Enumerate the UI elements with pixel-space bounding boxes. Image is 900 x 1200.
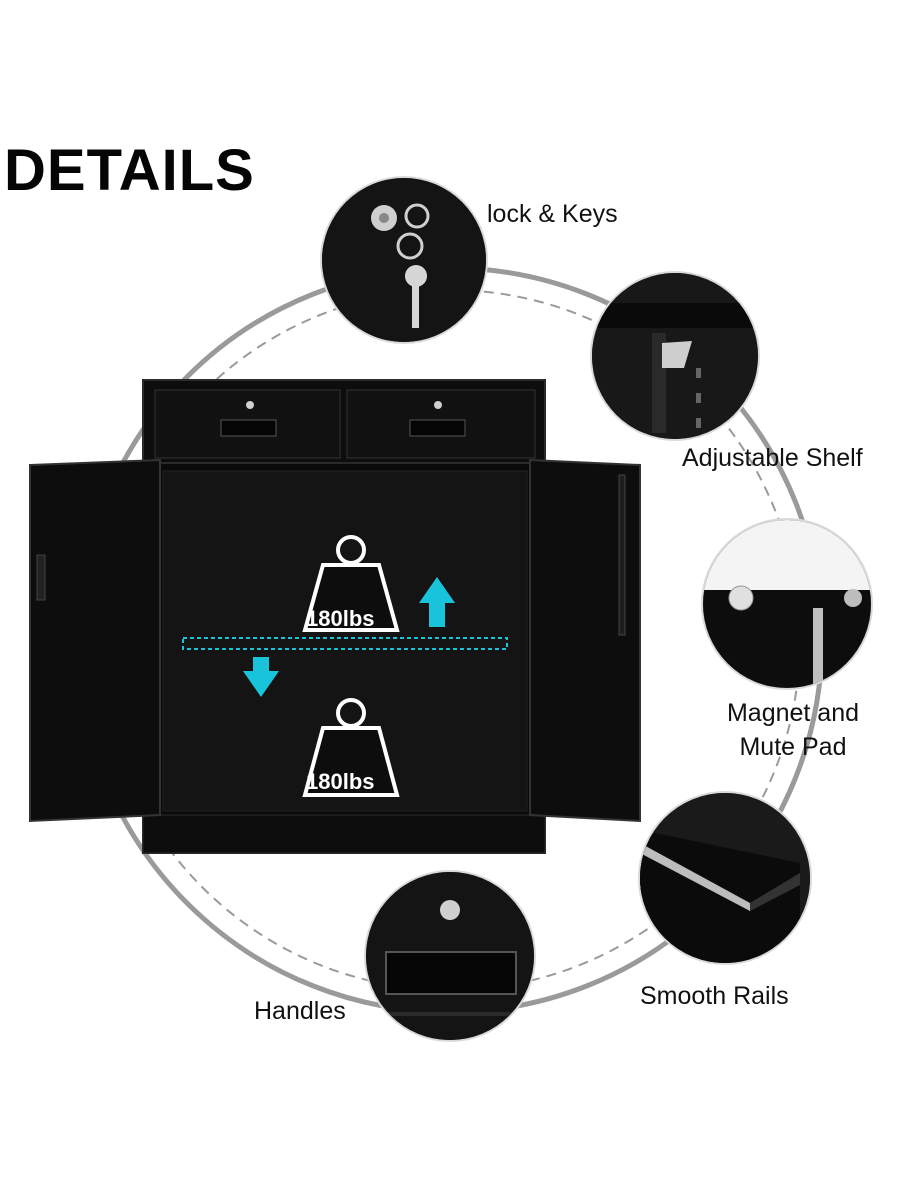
magnet-pad-detail-image [703, 520, 871, 688]
magnet-pad-label-line2: Mute Pad [739, 732, 847, 761]
smooth-rails-detail-image [640, 793, 810, 963]
adjustable-shelf-detail-image [592, 273, 758, 439]
page-title: DETAILS [4, 138, 255, 203]
magnet-pad-label-line1: Magnet and [726, 699, 860, 727]
lower-capacity-label: 180lbs [306, 769, 375, 794]
lock-keys-label: lock & Keys [487, 200, 618, 228]
lock-detail-image [322, 178, 486, 342]
upper-capacity-label: 180lbs [306, 606, 375, 631]
handles-label: Handles [254, 997, 346, 1025]
handles-detail-image [366, 872, 534, 1040]
smooth-rails-label: Smooth Rails [640, 982, 789, 1010]
magnet-pad-label: Magnet and Mute Pad [713, 697, 873, 765]
adjustable-shelf-label: Adjustable Shelf [682, 444, 863, 472]
cabinet-image [29, 379, 641, 854]
